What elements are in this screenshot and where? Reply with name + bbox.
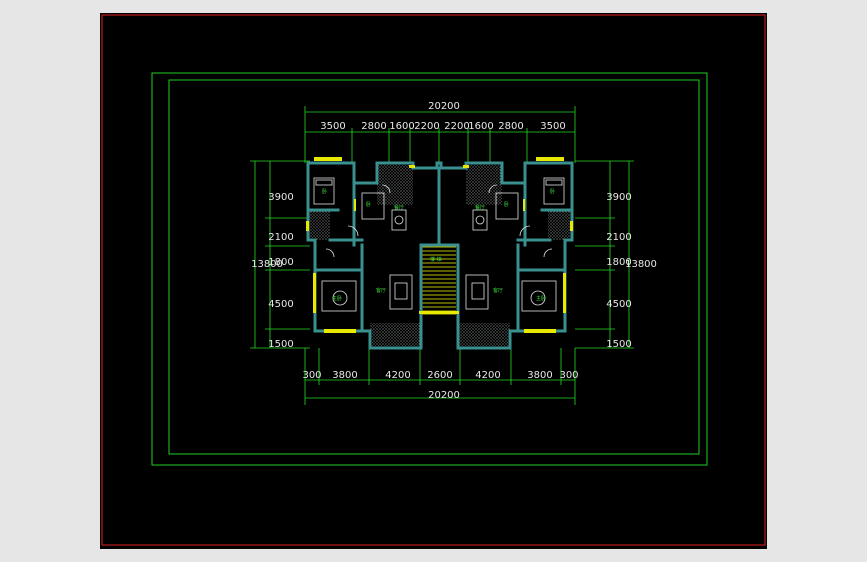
room-tag: 卧 [504,201,509,208]
room-tag: 卧 [550,188,555,195]
dim-top-seg: 2200 [444,121,469,132]
room-tag: 餐厅 [475,204,485,211]
dim-top-seg: 1600 [468,121,493,132]
dim-top-overall: 20200 [428,101,460,112]
dim-bottom-seg: 4200 [385,370,410,381]
dim-bottom-overall: 20200 [428,390,460,401]
dim-bottom-seg: 4200 [475,370,500,381]
balcony-bottom-left [370,323,421,348]
dim-left-seg: 1800 [268,257,293,268]
room-tag: 餐厅 [394,204,404,211]
inner-frame [168,79,700,455]
dim-right-seg: 4500 [606,299,631,310]
dimension-bottom [304,348,576,405]
bath-right [548,210,570,240]
balcony-bottom-right [458,323,510,348]
bath-left [308,210,330,240]
room-tag: 主卧 [332,295,342,302]
dim-left-seg: 3900 [268,192,293,203]
dim-bottom-seg: 3800 [527,370,552,381]
dim-top-seg: 3500 [540,121,565,132]
room-tag: 客厅 [376,287,386,294]
balcony-top-left [377,163,413,205]
dim-left-overall: 13800 [251,259,283,270]
dim-top-seg: 1600 [389,121,414,132]
windows [306,157,573,333]
dim-top-seg: 2800 [361,121,386,132]
dim-bottom-seg: 3800 [332,370,357,381]
stairwell [422,245,456,315]
floor-plan: 卧 卧 餐厅 餐厅 卧 卧 楼 梯 客厅 客厅 主卧 主卧 [306,157,574,350]
dim-right-seg: 1500 [606,339,631,350]
room-tag: 主卧 [536,295,546,302]
room-tag: 卧 [322,188,327,195]
floor-plan-drawing: 20200 3500 2800 1600 2200 2200 1600 2800… [101,14,766,546]
room-tag: 卧 [366,201,371,208]
dim-top-seg: 2800 [498,121,523,132]
dim-right-seg: 1800 [606,257,631,268]
outer-frame [151,72,708,466]
dim-right-overall: 13800 [625,259,657,270]
dimension-right [575,160,634,349]
cad-viewport[interactable]: 20200 3500 2800 1600 2200 2200 1600 2800… [100,13,767,549]
dim-left-seg: 1500 [268,339,293,350]
balcony-top-right [466,163,502,205]
room-tag: 客厅 [493,287,503,294]
dim-bottom-seg: 300 [302,370,321,381]
dim-right-seg: 2100 [606,232,631,243]
dim-left-seg: 2100 [268,232,293,243]
dimension-top [304,106,576,163]
room-tag: 楼 梯 [430,256,442,263]
dim-left-seg: 4500 [268,299,293,310]
furniture [313,177,565,312]
dim-bottom-seg: 2600 [427,370,452,381]
sheet-border [101,14,766,546]
dimension-left [250,160,310,349]
dim-top-seg: 3500 [320,121,345,132]
dim-bottom-seg: 300 [559,370,578,381]
dim-right-seg: 3900 [606,192,631,203]
dim-top-seg: 2200 [414,121,439,132]
